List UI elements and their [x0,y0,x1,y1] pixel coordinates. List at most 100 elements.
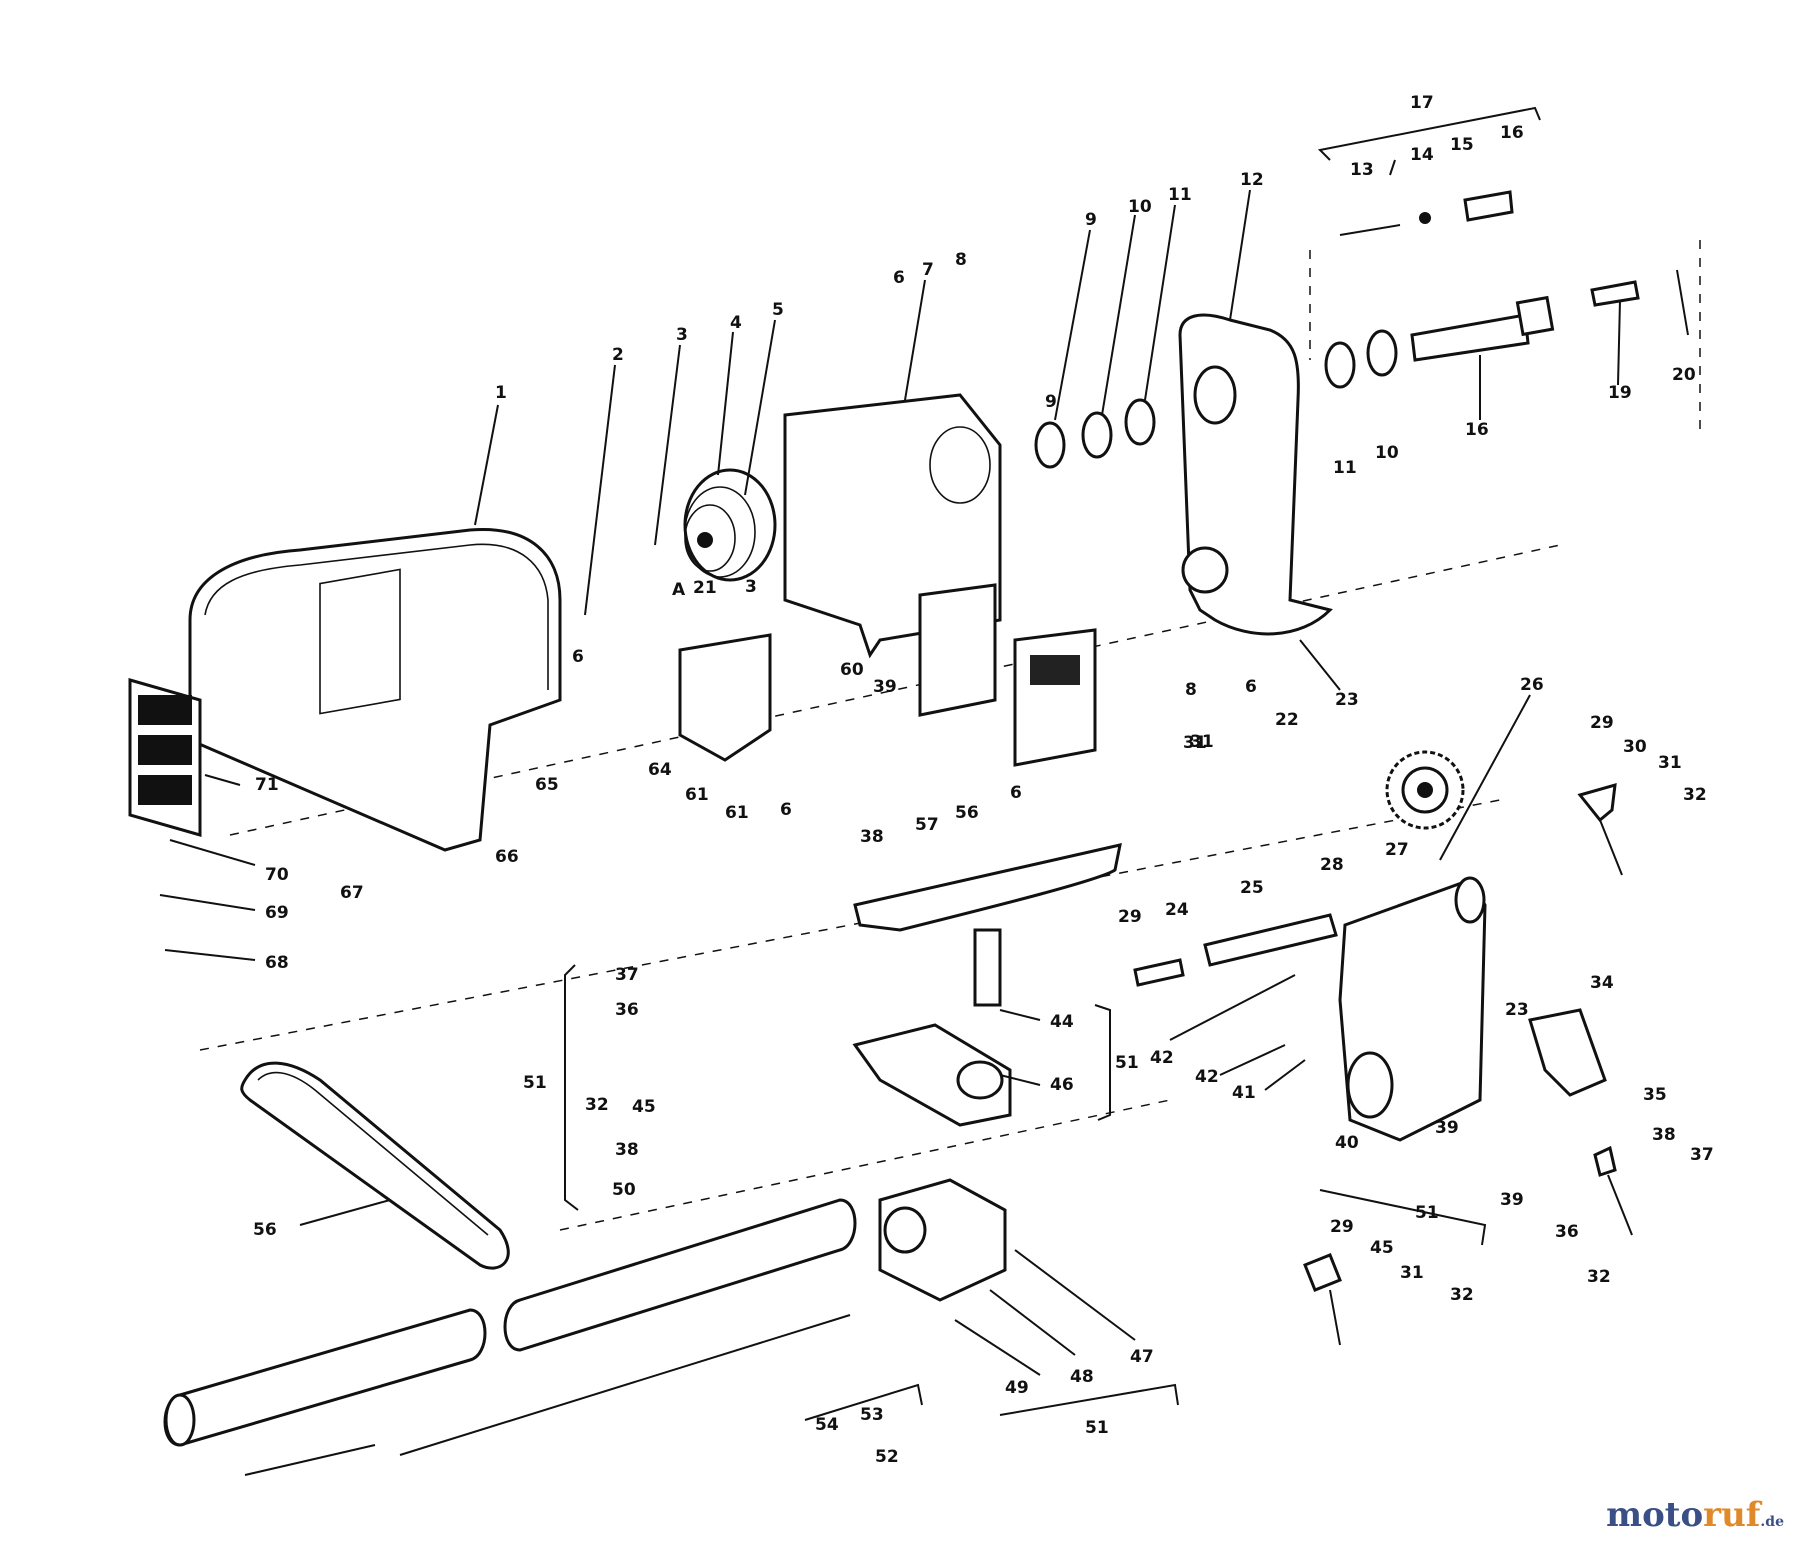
lock-handles [1303,782,1633,1346]
label-37b: 37 [1690,1145,1714,1165]
drive-belt [240,1061,510,1270]
spindle-assembly [1324,269,1689,389]
label-51c: 51 [1415,1203,1439,1223]
label-28: 28 [1320,855,1344,875]
label-29c: 29 [1330,1217,1354,1237]
tailstock [1338,876,1487,1142]
label-6e: 6 [1010,783,1022,803]
label-19: 19 [1608,383,1632,403]
label-32b: 32 [585,1095,609,1115]
label-58: 38 [860,827,884,847]
label-51b: 51 [1115,1053,1139,1073]
group-brackets [564,106,1541,1421]
label-32: 32 [1683,785,1707,805]
motor-cover [188,527,562,852]
label-8b: 8 [1185,680,1197,700]
label-42b: 42 [1195,1067,1219,1087]
label-10: 10 [1128,197,1152,217]
label-45b: 45 [1370,1238,1394,1258]
assembly-guide-lines [199,240,1701,1231]
label-8: 8 [955,250,967,270]
headstock-casting [1178,313,1333,636]
label-20: 20 [1672,365,1696,385]
label-42: 42 [1150,1048,1174,1068]
label-16: 16 [1500,123,1524,143]
label-32d: 32 [1450,1285,1474,1305]
label-51d: 51 [1085,1418,1109,1438]
label-12: 12 [1240,170,1264,190]
label-47: 47 [1130,1347,1154,1367]
label-6b: 6 [572,647,584,667]
label-23: 23 [1335,690,1359,710]
label-38: 38 [615,1140,639,1160]
tailstock-ram [1133,913,1338,987]
leader-lines [159,189,1621,1376]
label-70: 70 [265,865,289,885]
part-number-labels: 1 2 3 4 5 6 7 8 9 10 11 12 13 14 15 16 1… [253,93,1714,1467]
label-37: 37 [615,965,639,985]
label-29b: 29 [1118,907,1142,927]
label-49: 49 [1005,1378,1029,1398]
spindle-lock-parts [1339,159,1514,236]
label-65: 65 [535,775,559,795]
label-36b: 36 [1555,1222,1579,1242]
watermark-logo: motoruf.de [1606,1495,1784,1535]
label-67: 67 [340,883,364,903]
label-13: 13 [1350,160,1374,180]
bed-tubes [163,1198,857,1476]
tailstock-clamp [1528,1008,1607,1097]
label-54: 54 [815,1415,839,1435]
watermark-part1: moto [1606,1495,1704,1535]
label-29: 29 [1590,713,1614,733]
label-23b: 23 [1505,1000,1529,1020]
watermark-part2: ruf [1703,1495,1761,1535]
label-16b: 16 [1465,420,1489,440]
label-62: 61 [685,785,709,805]
label-56: 56 [955,803,979,823]
decal-panel [128,678,202,837]
label-44: 44 [1050,1012,1074,1032]
label-6c: 6 [1245,677,1257,697]
label-31c: 31 [1183,733,1207,753]
label-51: 51 [523,1073,547,1093]
label-2: 2 [612,345,624,365]
label-7: 7 [922,260,934,280]
label-25: 25 [1240,878,1264,898]
label-A: A [672,580,686,600]
label-22: 22 [1275,710,1299,730]
indexing-gear [1385,750,1465,830]
label-24: 24 [1165,900,1189,920]
label-68: 68 [265,953,289,973]
label-21: 21 [693,578,717,598]
label-64: 64 [648,760,672,780]
label-11: 11 [1168,185,1192,205]
label-69: 69 [265,903,289,923]
label-45: 45 [632,1097,656,1117]
label-40: 40 [1335,1133,1359,1153]
watermark-suffix: .de [1760,1514,1784,1530]
label-11b: 11 [1333,458,1357,478]
label-34: 34 [1590,973,1614,993]
label-35: 35 [1643,1085,1667,1105]
label-4: 4 [730,313,742,333]
label-57: 57 [915,815,939,835]
label-38b: 38 [1652,1125,1676,1145]
label-52: 52 [875,1447,899,1467]
label-39: 39 [1435,1118,1459,1138]
label-3b: 3 [745,577,757,597]
bearing-set-left [1034,398,1156,469]
label-15: 15 [1450,135,1474,155]
label-66: 66 [495,847,519,867]
label-60: 60 [840,660,864,680]
label-36: 36 [615,1000,639,1020]
switch-box [678,583,1097,767]
label-48: 48 [1070,1367,1094,1387]
label-26: 26 [1520,675,1544,695]
label-31: 31 [1190,732,1214,752]
label-9b: 9 [1045,392,1057,412]
bed-clamp-block [878,1178,1007,1302]
label-61: 61 [725,803,749,823]
label-41: 41 [1232,1083,1256,1103]
label-3: 3 [676,325,688,345]
